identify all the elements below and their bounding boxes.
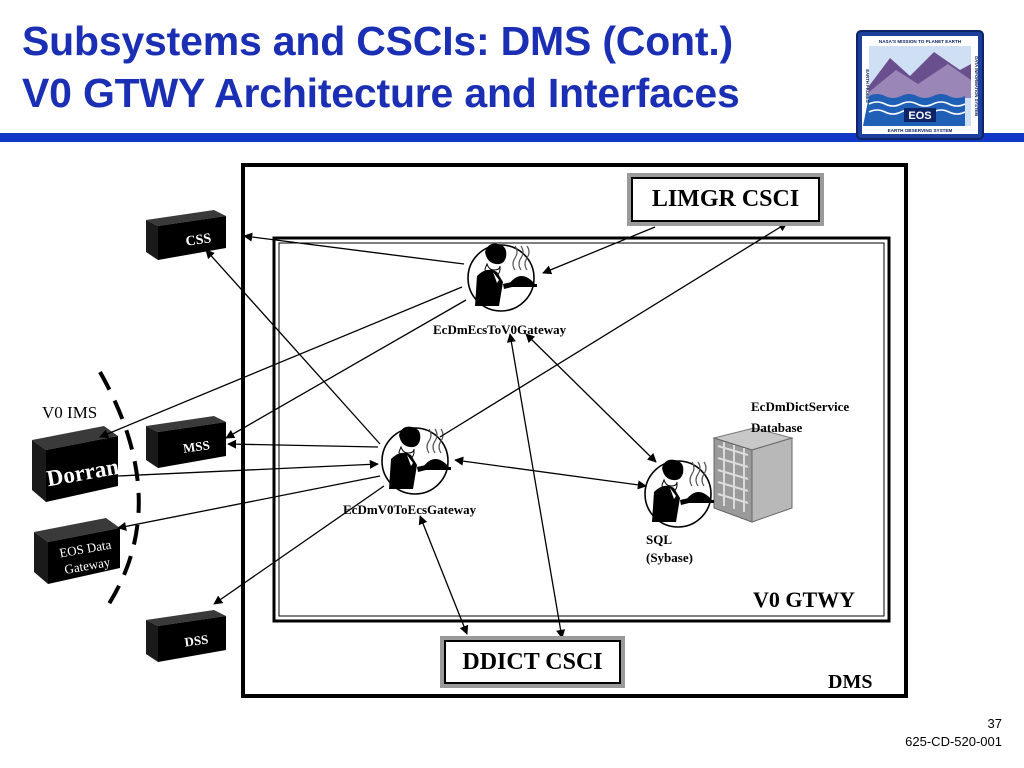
dict-database-icon [712, 427, 794, 523]
mss-label: MSS [182, 437, 211, 456]
diagram-graphics: CSS MSS DSS Dorran EOS Data Gateway [32, 163, 908, 698]
dss-label: DSS [184, 631, 210, 649]
dict-db-label-line2: Database [751, 420, 803, 435]
v0gtwy-box [272, 236, 891, 623]
sql-label-line2: (Sybase) [646, 550, 693, 565]
document-id: 625-CD-520-001 [905, 734, 1002, 749]
eos-logo: EOS NASA'S MISSION TO PLANET EARTH EARTH… [856, 30, 984, 140]
ddict-csci-box: DDICT CSCI [440, 636, 625, 688]
v0-to-ecs-gateway-label: EcDmV0ToEcsGateway [343, 502, 477, 517]
css-box: CSS [146, 210, 226, 260]
limgr-csci-label: LIMGR CSCI [631, 177, 820, 222]
page-number: 37 [987, 716, 1002, 731]
external-boundary-arc [98, 371, 141, 612]
v0gtwy-box-inner-line [278, 242, 885, 617]
connections [99, 222, 788, 639]
logo-left-text: EARTH PROBES [865, 69, 870, 102]
dorran-box: Dorran [32, 426, 121, 502]
ecs-to-v0-gateway-label: EcDmEcsToV0Gateway [433, 322, 567, 337]
mss-box: MSS [146, 416, 226, 468]
css-label: CSS [185, 231, 213, 249]
logo-top-text: NASA'S MISSION TO PLANET EARTH [879, 39, 962, 44]
logo-bottom-text: EARTH OBSERVING SYSTEM [888, 128, 953, 133]
dms-label: DMS [828, 671, 873, 693]
architecture-diagram: CSS MSS DSS Dorran EOS Data Gateway [0, 150, 1024, 710]
logo-eos-text: EOS [908, 110, 931, 122]
limgr-csci-box: LIMGR CSCI [627, 173, 824, 226]
title-rule [0, 133, 1024, 142]
ddict-csci-label: DDICT CSCI [444, 640, 621, 684]
title-line-2: V0 GTWY Architecture and Interfaces [22, 70, 740, 116]
v0gtwy-label: V0 GTWY [753, 587, 856, 612]
title-line-1: Subsystems and CSCIs: DMS (Cont.) [22, 18, 733, 64]
dss-box: DSS [146, 610, 226, 662]
eos-data-gateway-box: EOS Data Gateway [34, 518, 120, 584]
dict-db-label-line1: EcDmDictService [751, 399, 850, 414]
sql-label-line1: SQL [646, 532, 673, 547]
logo-right-text: DATA INFORMATION SYSTEM [974, 56, 979, 116]
v0-ims-label: V0 IMS [42, 403, 98, 422]
